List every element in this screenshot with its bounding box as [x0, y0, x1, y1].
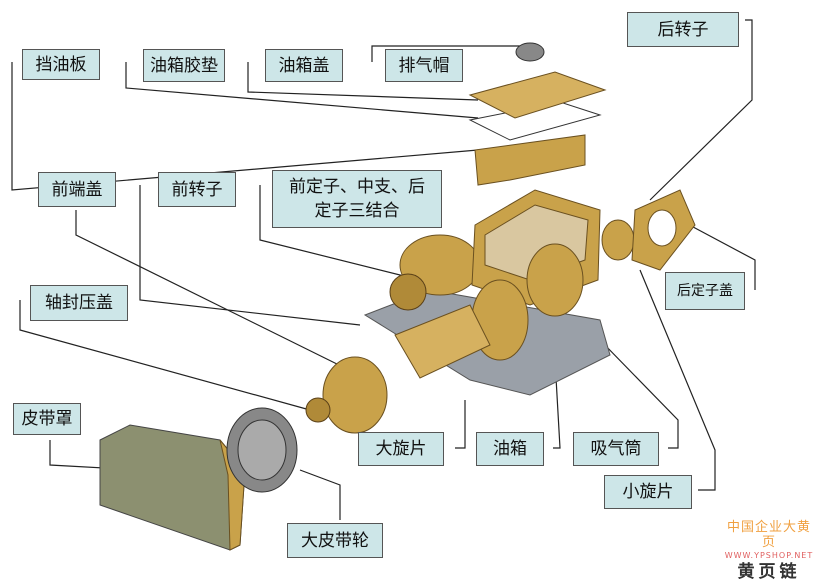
motor-pulley: [389, 273, 427, 311]
leader-stator-assembly: [259, 185, 421, 281]
leader-tank-cover: [247, 62, 479, 101]
label-rear-rotor: 后转子: [627, 12, 739, 47]
leader-intake-cylinder: [599, 339, 679, 449]
front-rotor: [394, 304, 491, 379]
leader-rear-rotor: [649, 19, 753, 201]
leader-large-pulley: [299, 469, 341, 520]
leader-lines: [11, 19, 756, 520]
vent-cap-part: [515, 42, 545, 62]
label-belt-guard: 皮带罩: [13, 403, 81, 435]
label-large-vane: 大旋片: [358, 432, 444, 466]
watermark-line3: 黄页链: [737, 562, 801, 580]
leader-rear-stator-cover: [679, 219, 756, 290]
label-front-end-cover: 前端盖: [38, 172, 116, 207]
label-vent-cap: 排气帽: [385, 49, 463, 82]
watermark-url: WWW.YPSHOP.NET: [724, 551, 814, 560]
leader-shaft-seal-gland: [19, 300, 311, 411]
label-tank-gasket: 油箱胶垫: [143, 49, 225, 82]
leader-oil-tank: [553, 359, 561, 449]
label-front-rotor: 前转子: [158, 172, 236, 207]
label-small-vane: 小旋片: [604, 475, 692, 509]
shaft-seal-gland: [305, 397, 331, 423]
label-oil-baffle: 挡油板: [22, 49, 100, 80]
tank-cover-part: [468, 71, 607, 119]
leader-vent-cap: [371, 45, 520, 62]
label-tank-cover: 油箱盖: [265, 49, 343, 82]
leader-oil-baffle: [11, 62, 479, 191]
leader-front-rotor: [139, 185, 361, 326]
front-end-cover: [322, 356, 388, 434]
label-large-pulley: 大皮带轮: [287, 523, 383, 558]
leader-large-vane: [455, 400, 466, 449]
label-stator-assembly: 前定子、中支、后定子三结合: [272, 170, 442, 228]
rear-rotor-hole: [647, 209, 677, 247]
label-oil-tank: 油箱: [476, 432, 544, 466]
rear-stator-cover-part: [601, 219, 635, 261]
label-shaft-seal-gland: 轴封压盖: [30, 285, 128, 321]
label-intake-cylinder: 吸气筒: [573, 432, 659, 466]
intake-cylinder: [526, 243, 584, 317]
leader-small-vane: [639, 269, 716, 491]
oil-baffle-part: [474, 134, 586, 186]
label-rear-stator-cover: 后定子盖: [665, 272, 745, 310]
watermark: 中国企业大黄页 WWW.YPSHOP.NET 黄页链: [722, 520, 816, 580]
watermark-line1: 中国企业大黄页: [726, 520, 811, 550]
leader-front-end-cover: [75, 210, 346, 369]
large-pulley-hub: [237, 419, 287, 481]
leader-tank-gasket: [125, 62, 479, 119]
